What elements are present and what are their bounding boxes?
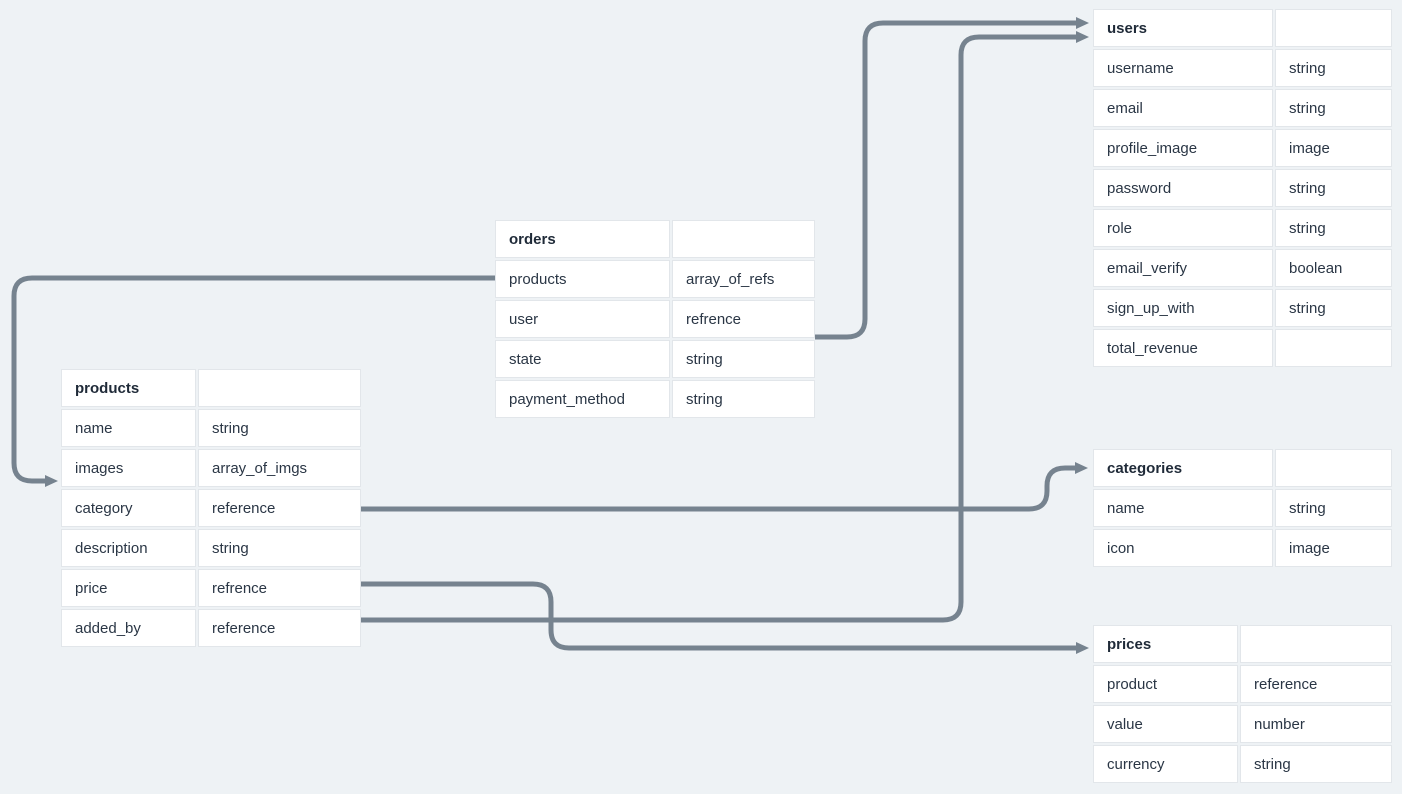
table-header-row: users (1093, 9, 1392, 47)
table-row[interactable]: total_revenue (1093, 329, 1392, 367)
table-header-row: prices (1093, 625, 1392, 663)
field-name: password (1093, 169, 1273, 207)
field-name: icon (1093, 529, 1273, 567)
field-type: string (1275, 489, 1392, 527)
field-name: username (1093, 49, 1273, 87)
field-name: name (61, 409, 196, 447)
table-title: categories (1093, 449, 1273, 487)
table-title: users (1093, 9, 1273, 47)
connector-products-category-to-categories[interactable] (361, 462, 1088, 512)
field-type: string (672, 380, 815, 418)
field-type: refrence (672, 300, 815, 338)
field-name: total_revenue (1093, 329, 1273, 367)
field-name: images (61, 449, 196, 487)
table-title-spacer-cell (1240, 625, 1392, 663)
field-type: number (1240, 705, 1392, 743)
field-name: profile_image (1093, 129, 1273, 167)
field-name: price (61, 569, 196, 607)
table-header-row: orders (495, 220, 815, 258)
connector-orders-user-to-users[interactable] (815, 17, 1089, 340)
field-name: added_by (61, 609, 196, 647)
field-name: value (1093, 705, 1238, 743)
table-title: products (61, 369, 196, 407)
table-title: orders (495, 220, 670, 258)
table-header-row: categories (1093, 449, 1392, 487)
table-header-row: products (61, 369, 361, 407)
field-name: state (495, 340, 670, 378)
field-type: image (1275, 529, 1392, 567)
field-type: string (1275, 169, 1392, 207)
field-type: string (1275, 289, 1392, 327)
field-type: array_of_imgs (198, 449, 361, 487)
connector-products-price-to-prices[interactable] (361, 581, 1089, 654)
table-title-spacer-cell (198, 369, 361, 407)
field-name: product (1093, 665, 1238, 703)
field-type: string (1275, 209, 1392, 247)
field-type: image (1275, 129, 1392, 167)
connector-products-addedby-to-users[interactable] (361, 31, 1089, 623)
table-title-spacer-cell (1275, 9, 1392, 47)
field-name: description (61, 529, 196, 567)
field-name: sign_up_with (1093, 289, 1273, 327)
field-name: category (61, 489, 196, 527)
field-type: string (198, 529, 361, 567)
field-type: string (1240, 745, 1392, 783)
field-name: email (1093, 89, 1273, 127)
field-type: string (1275, 89, 1392, 127)
field-name: products (495, 260, 670, 298)
field-type (1275, 329, 1392, 367)
field-type: reference (198, 609, 361, 647)
field-name: name (1093, 489, 1273, 527)
field-name: payment_method (495, 380, 670, 418)
table-title-spacer-cell (672, 220, 815, 258)
field-name: role (1093, 209, 1273, 247)
field-type: array_of_refs (672, 260, 815, 298)
field-name: user (495, 300, 670, 338)
field-type: refrence (198, 569, 361, 607)
field-name: email_verify (1093, 249, 1273, 287)
field-type: reference (198, 489, 361, 527)
field-type: reference (1240, 665, 1392, 703)
field-type: string (198, 409, 361, 447)
connector-orders-products-to-products[interactable] (11, 275, 495, 487)
table-title-spacer-cell (1275, 449, 1392, 487)
field-type: string (672, 340, 815, 378)
field-type: boolean (1275, 249, 1392, 287)
field-name: currency (1093, 745, 1238, 783)
table-title: prices (1093, 625, 1238, 663)
field-type: string (1275, 49, 1392, 87)
